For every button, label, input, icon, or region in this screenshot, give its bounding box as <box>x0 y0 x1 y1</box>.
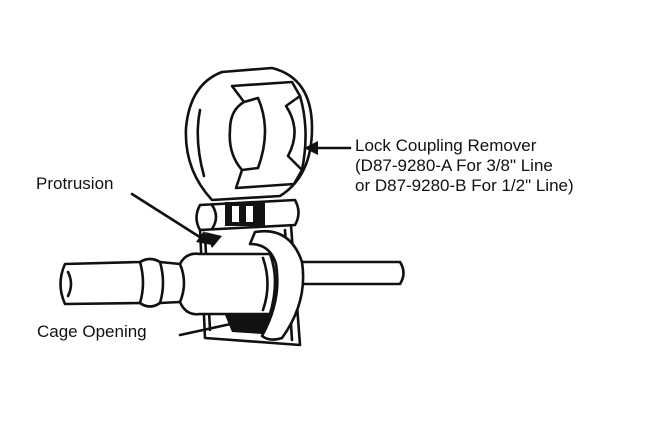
fuel-line-left <box>59 252 277 316</box>
remover-leader-arrow <box>304 141 352 155</box>
protrusion-label: Protrusion <box>36 174 114 193</box>
protrusion-leader-arrow <box>130 192 212 245</box>
tool-hinge <box>195 198 300 232</box>
fuel-line-right <box>283 260 405 286</box>
lock-coupling-remover-tool <box>184 66 314 202</box>
cage-opening-leader-arrow <box>178 314 250 337</box>
protrusion <box>205 232 222 248</box>
remover-label-line1: Lock Coupling Remover <box>355 136 537 155</box>
remover-label-line2: (D87-9280-A For 3/8" Line <box>355 156 553 175</box>
locking-ring <box>248 229 305 341</box>
cage-opening-label: Cage Opening <box>37 322 147 341</box>
remover-label: Lock Coupling Remover (D87-9280-A For 3/… <box>355 136 574 196</box>
remover-label-line3: or D87-9280-B For 1/2" Line) <box>355 176 574 195</box>
